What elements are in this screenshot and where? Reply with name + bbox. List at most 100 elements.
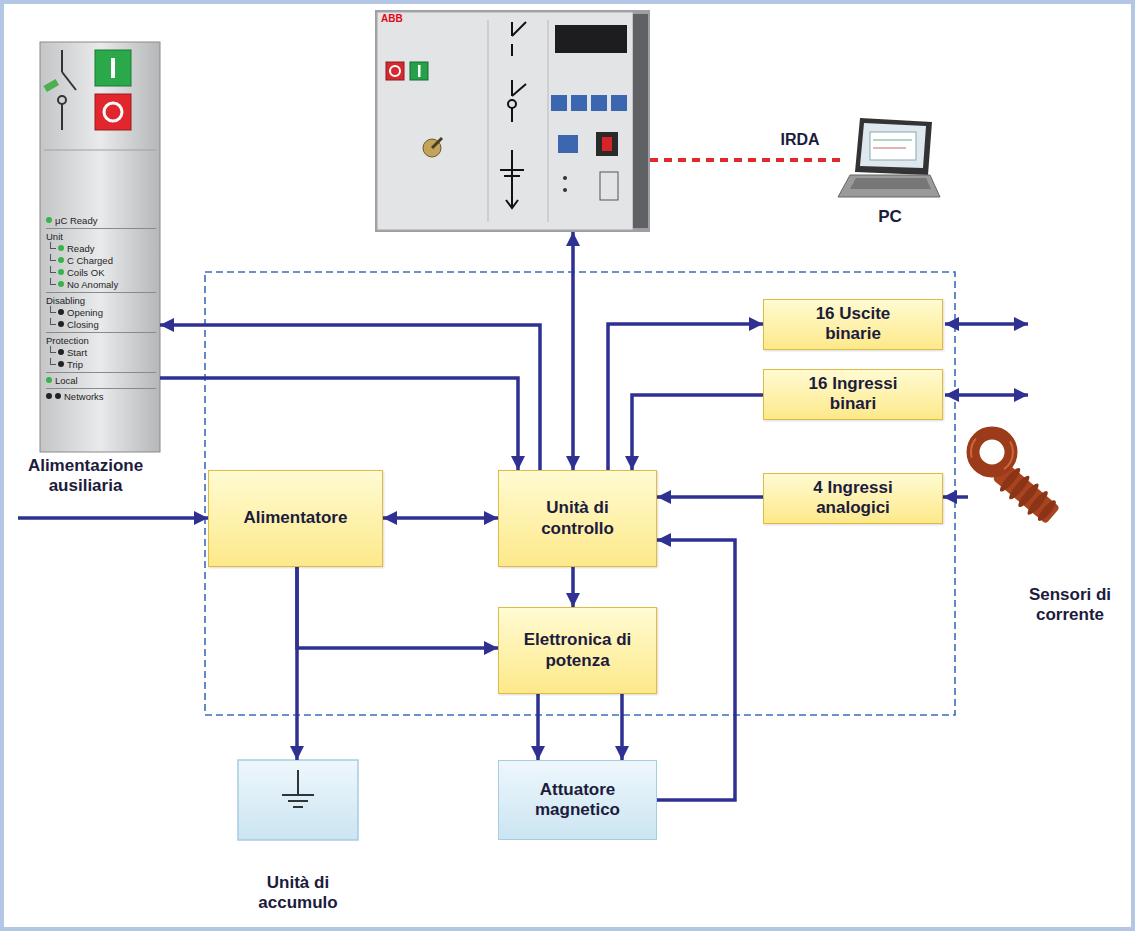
box-content: Alimentatore <box>218 508 373 528</box>
signal-arrow <box>657 540 735 800</box>
signal-arrow <box>297 567 498 648</box>
hmi-panel-photo <box>511 150 513 208</box>
indicator-row: Local <box>46 372 156 386</box>
indicator-label: Unit <box>46 231 63 242</box>
hmi-panel-photo <box>375 10 650 232</box>
tree-branch <box>50 242 56 249</box>
status-led <box>58 257 64 263</box>
signal-arrow <box>295 567 299 760</box>
tree-branch <box>50 266 56 273</box>
status-led <box>46 393 52 399</box>
status-led <box>58 245 64 251</box>
hmi-panel-photo <box>511 80 513 96</box>
laptop-illustration <box>860 123 926 168</box>
indicator-row: Opening <box>46 306 156 318</box>
node-caption: PC <box>860 207 920 227</box>
front-panel-photo <box>43 79 59 92</box>
hmi-panel-photo <box>390 66 400 76</box>
current-sensor-photo <box>973 433 1011 471</box>
indicator-label: Closing <box>67 319 99 330</box>
infrared-link <box>650 158 845 162</box>
storage-unit-box <box>282 794 314 796</box>
front-panel: μC ReadyUnitReadyC ChargedCoils OKNo Ano… <box>40 42 160 452</box>
front-panel-photo <box>44 150 156 151</box>
hmi-panel-photo <box>563 176 567 180</box>
hmi-panel-photo <box>500 169 524 171</box>
hmi-panel-photo <box>602 137 612 151</box>
box-text: Unità di controllo <box>523 498 633 539</box>
hmi-panel-photo <box>633 14 648 228</box>
box-content: 4 Ingressi analogici <box>793 478 913 519</box>
indicator-row: μC Ready <box>46 214 156 226</box>
signal-arrow <box>608 324 763 470</box>
indicator-label: Ready <box>67 243 94 254</box>
storage-unit-box <box>282 770 314 807</box>
front-panel-photo <box>61 104 63 130</box>
indicator-row: C Charged <box>46 254 156 266</box>
storage-unit-box <box>238 760 358 840</box>
hmi-panel-photo <box>410 62 428 80</box>
indicator-label: Disabling <box>46 295 85 306</box>
hmi-panel-photo <box>600 172 618 200</box>
signal-arrow <box>943 495 968 499</box>
box-text: Elettronica di potenza <box>523 630 633 671</box>
hmi-panel-photo <box>375 10 650 232</box>
tree-branch <box>50 318 56 325</box>
indicator-row: Coils OK <box>46 266 156 278</box>
hmi-panel-photo <box>504 175 520 177</box>
hmi-panel-photo <box>548 20 549 222</box>
box-content: Elettronica di potenza <box>523 630 633 671</box>
box-text: Alimentatore <box>244 508 348 528</box>
hmi-panel: ABB <box>375 10 650 232</box>
front-panel-photo <box>95 50 131 86</box>
indicator-label: Start <box>67 347 87 358</box>
device-boundary <box>205 272 955 715</box>
hmi-panel-photo <box>500 22 526 208</box>
signal-arrow <box>160 325 540 470</box>
front-panel-photo <box>40 42 160 452</box>
indicator-label: Trip <box>67 359 83 370</box>
status-led <box>58 321 64 327</box>
current-sensor-photo <box>971 431 1013 473</box>
indicator-row: Ready <box>46 242 156 254</box>
hmi-panel-photo <box>551 95 567 111</box>
indicator-row: Trip <box>46 358 156 370</box>
indicator-row: Start <box>46 346 156 358</box>
signal-arrow <box>383 516 498 520</box>
box-content: Attuatore magnetico <box>523 780 633 821</box>
node-caption: ABB <box>381 13 421 25</box>
signal-arrow <box>632 395 763 470</box>
tree-branch <box>50 358 56 365</box>
box-content: 16 Uscite binarie <box>793 304 913 345</box>
tree-branch <box>50 306 56 313</box>
storage-unit-box <box>293 806 303 808</box>
current-sensor-photo <box>971 431 1063 527</box>
current-sensor-photo <box>1035 498 1058 523</box>
tree-branch <box>50 278 56 285</box>
indicator-label: Networks <box>64 391 104 402</box>
indicator-row: Networks <box>46 388 156 402</box>
status-led <box>55 393 61 399</box>
magnetic-actuator-box: Attuatore magnetico <box>498 760 657 840</box>
tree-branch <box>50 346 56 353</box>
hmi-panel-photo <box>591 95 607 111</box>
front-panel-photo <box>95 94 131 130</box>
box-text: 16 Uscite binarie <box>793 304 913 345</box>
indicator-label: Protection <box>46 335 89 346</box>
indicator-label: Coils OK <box>67 267 104 278</box>
hmi-panel-photo <box>555 25 627 53</box>
signal-arrow <box>571 567 575 607</box>
hmi-panel-photo <box>508 100 516 108</box>
front-panel-photo <box>61 50 63 72</box>
control-unit-box: Unità di controllo <box>498 470 657 567</box>
indicator-row: Protection <box>46 332 156 346</box>
indicator-row: Closing <box>46 318 156 330</box>
front-panel-photo <box>111 58 115 78</box>
tree-branch <box>50 254 56 261</box>
signal-arrow <box>571 232 575 470</box>
status-led <box>46 217 52 223</box>
power-electronics-box: Elettronica di potenza <box>498 607 657 694</box>
node-caption: Sensori di corrente <box>1015 585 1125 626</box>
external-arrows <box>18 516 208 520</box>
hmi-panel-photo <box>506 200 518 208</box>
